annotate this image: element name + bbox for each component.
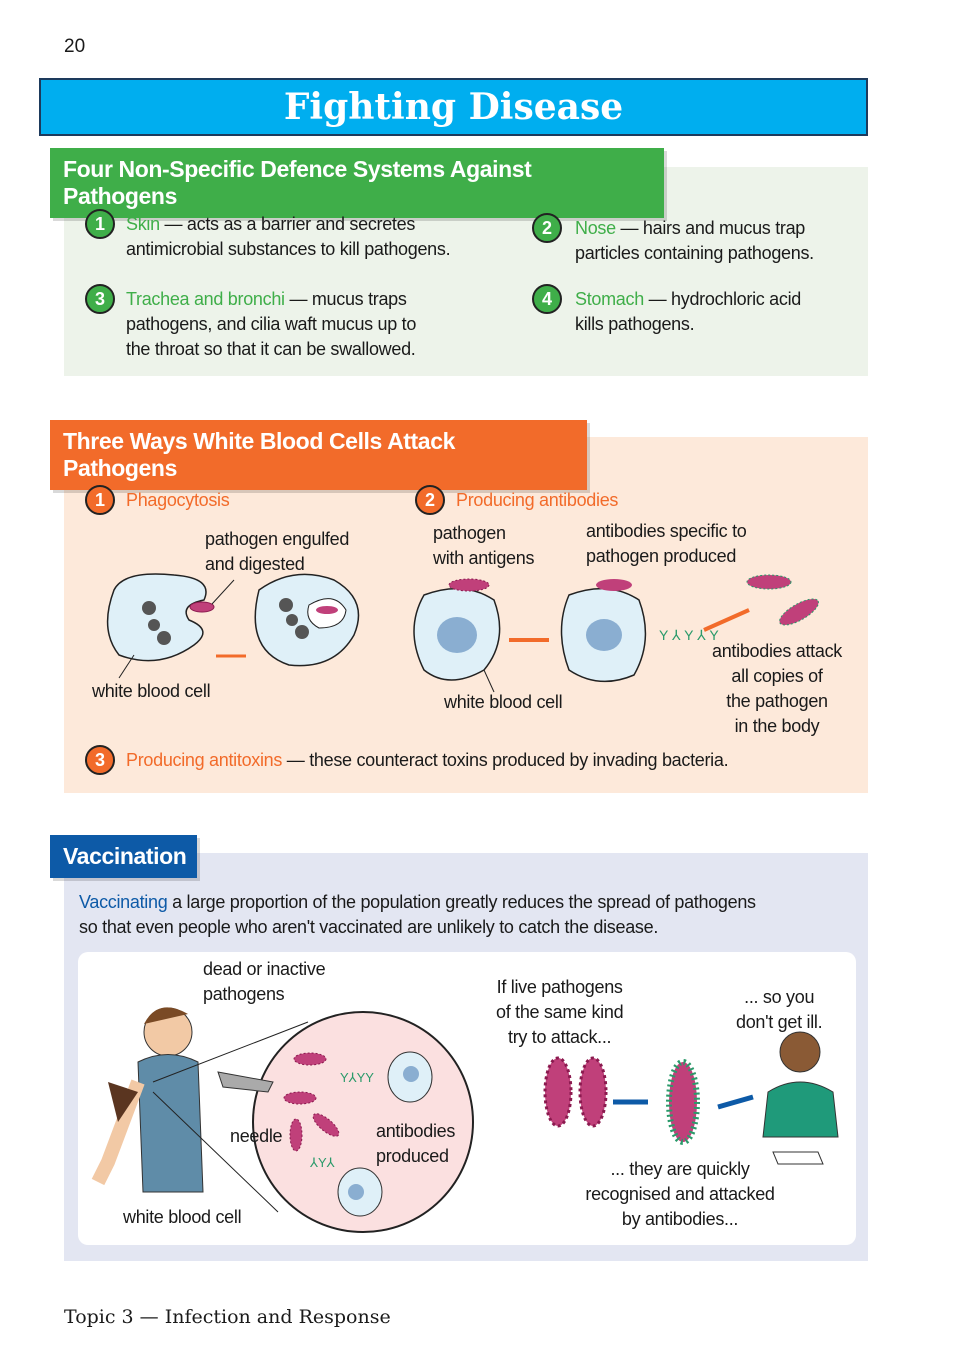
number-badge: 2 xyxy=(415,485,445,515)
number-badge: 1 xyxy=(85,209,115,239)
number-badge: 2 xyxy=(532,213,562,243)
wbc-illustration: Y ⅄ Y ⅄ Y xyxy=(106,573,819,693)
page-number: 20 xyxy=(64,36,86,57)
arrow-icon xyxy=(703,608,750,632)
phagocytosis-label: Phagocytosis xyxy=(126,490,230,510)
label-wbc2: white blood cell xyxy=(444,692,563,712)
patient-figure xyxy=(91,1007,204,1193)
vaccination-heading: Vaccination xyxy=(50,835,197,878)
nonspecific-heading: Four Non-Specific Defence Systems Agains… xyxy=(50,148,664,218)
live-pathogens xyxy=(543,1056,608,1128)
vaccination-illustration: Y⅄YY ⅄Y⅄ xyxy=(91,1007,839,1233)
number-badge: 4 xyxy=(532,284,562,314)
attacked-pathogen xyxy=(666,1059,700,1145)
antitoxins-text: Producing antitoxins — these counteract … xyxy=(126,750,729,770)
pathogen xyxy=(779,598,819,626)
arrow-icon xyxy=(717,1094,754,1110)
page-title: Fighting Disease xyxy=(39,78,868,136)
pathogens xyxy=(283,1052,340,1152)
phagocyte-cell-digesting xyxy=(254,573,360,667)
needle-icon xyxy=(217,1071,274,1093)
wbc-cell-producing: Y ⅄ Y ⅄ Y xyxy=(560,579,719,683)
nurse-hand xyxy=(108,1082,138,1122)
label-needle: needle xyxy=(230,1126,283,1146)
number-badge: 1 xyxy=(85,485,115,515)
footer: Topic 3 — Infection and Response xyxy=(64,1306,391,1328)
wbc-heading: Three Ways White Blood Cells Attack Path… xyxy=(50,420,587,490)
wbc-cell-antigens xyxy=(413,578,501,681)
svg-text:Y ⅄ Y ⅄ Y: Y ⅄ Y ⅄ Y xyxy=(659,627,719,643)
svg-text:Y⅄YY: Y⅄YY xyxy=(340,1070,374,1085)
antibodies-label: Producing antibodies xyxy=(456,490,619,510)
svg-text:⅄Y⅄: ⅄Y⅄ xyxy=(309,1155,335,1170)
label-wbc1: white blood cell xyxy=(92,681,211,701)
label-wbc: white blood cell xyxy=(123,1207,242,1227)
phagocyte-cell xyxy=(106,573,215,662)
healthy-person xyxy=(762,1031,839,1165)
pathogen xyxy=(746,574,792,590)
title-text: Fighting Disease xyxy=(283,86,624,128)
vaccination-text: Vaccinating a large proportion of the po… xyxy=(79,892,756,937)
number-badge: 3 xyxy=(85,745,115,775)
number-badge: 3 xyxy=(85,284,115,314)
